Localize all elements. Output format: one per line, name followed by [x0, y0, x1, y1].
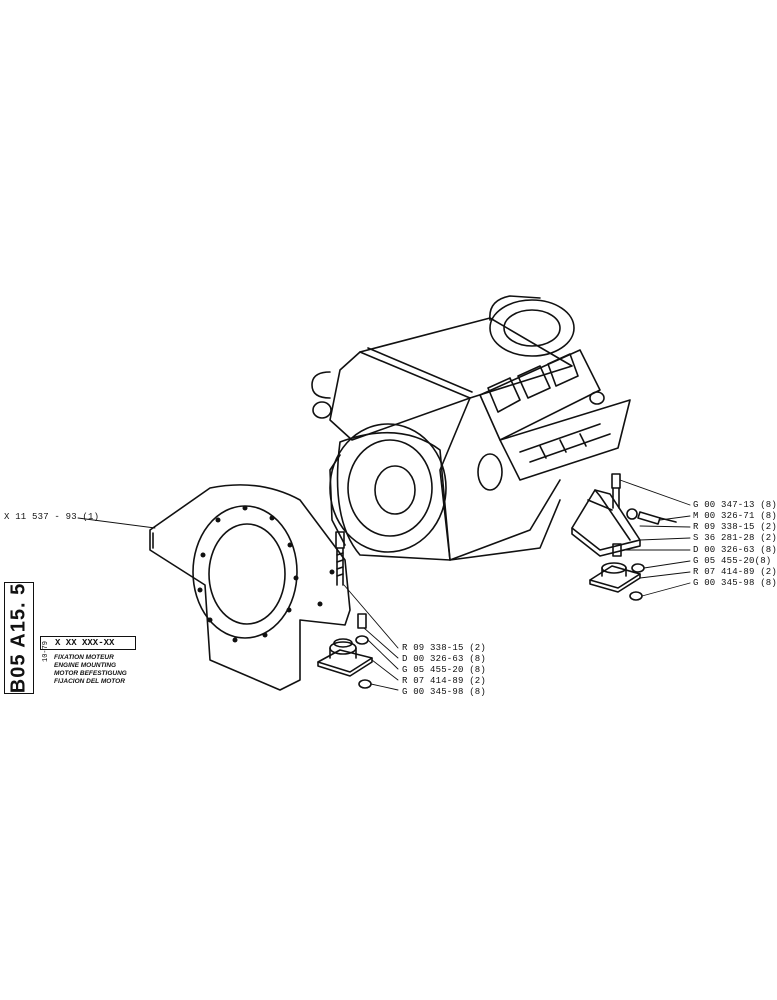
title-english: ENGINE MOUNTING [54, 662, 117, 669]
document-code: B05 A15. 5 [7, 582, 30, 694]
document-code-box: B05 A15. 5 [4, 582, 34, 694]
left-part-label-1: R 09 338-15 (2) [402, 643, 487, 653]
left-part-label-2: D 00 326-63 (8) [402, 654, 487, 664]
reference-code: X XX XXX-XX [40, 636, 136, 650]
left-part-label-4: R 07 414-89 (2) [402, 676, 487, 686]
title-spanish: FIJACION DEL MOTOR [54, 678, 125, 685]
left-part-label-3: G 05 455-20 (8) [402, 665, 487, 675]
right-part-label-3: R 09 338-15 (2) [693, 522, 777, 532]
right-part-label-1: G 00 347-13 (8) [693, 500, 777, 510]
left-part-label-5: G 00 345-98 (8) [402, 687, 487, 697]
left-mount [317, 531, 373, 689]
right-mount [571, 473, 677, 601]
title-block: X XX XXX-XX FIXATION MOTEUR ENGINE MOUNT… [40, 636, 136, 688]
title-french: FIXATION MOTEUR [54, 654, 114, 661]
right-part-label-4: S 36 281-28 (2) [693, 533, 777, 543]
right-part-label-2: M 00 326-71 (8) [693, 511, 777, 521]
engine-block [311, 295, 631, 561]
right-part-label-8: G 00 345-98 (8) [693, 578, 777, 588]
adapter-plate [149, 484, 351, 691]
plate-part-label: X 11 537 - 93 (1) [4, 512, 100, 522]
right-part-label-6: G 05 455-20(8) [693, 556, 772, 566]
leader-lines [77, 479, 691, 691]
right-part-label-5: D 00 326-63 (8) [693, 545, 777, 555]
title-german: MOTOR BEFESTIGUNG [54, 670, 127, 677]
right-part-label-7: R 07 414-89 (2) [693, 567, 777, 577]
